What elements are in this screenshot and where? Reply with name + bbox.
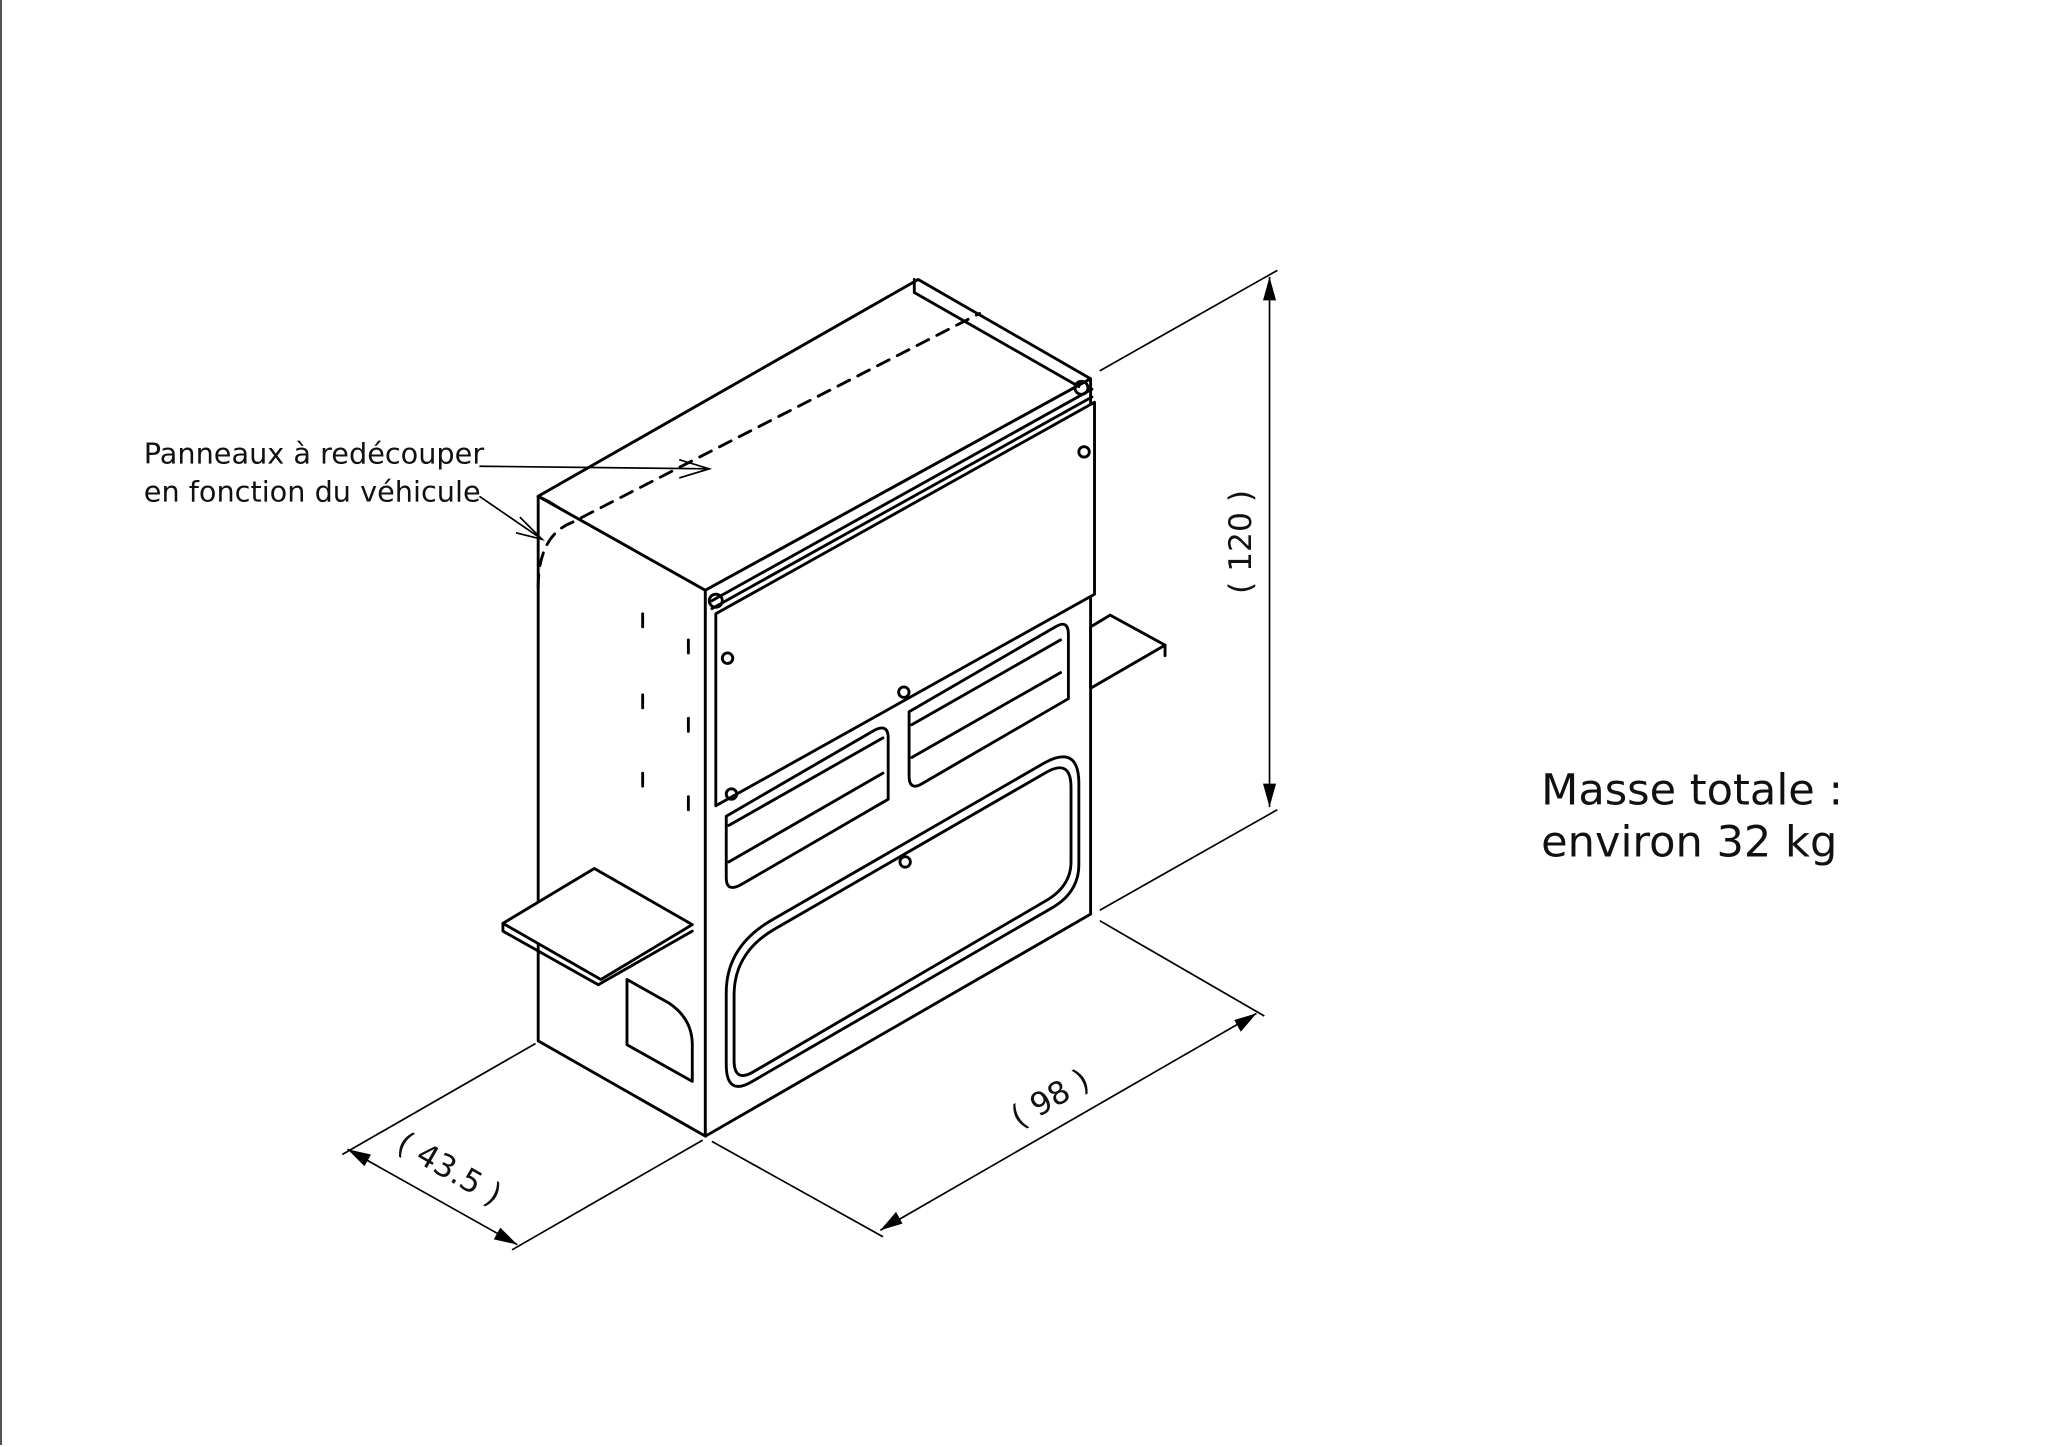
lower-cutout-inner — [732, 766, 1073, 1077]
side-slots — [641, 612, 690, 812]
screw — [724, 787, 739, 801]
screw — [898, 855, 912, 869]
side-panel — [536, 494, 707, 1138]
top-rail — [912, 278, 1081, 388]
leader-line — [479, 465, 710, 470]
shelf-bar — [727, 771, 885, 864]
height-dimension: ( 120 ) — [1099, 269, 1278, 911]
hinge — [1073, 379, 1090, 396]
window-right — [907, 622, 1070, 788]
cabinet-drawing — [501, 278, 1167, 1138]
mass-line-1: Masse totale : — [1541, 765, 1843, 815]
screw — [720, 651, 735, 665]
upper-panel — [714, 400, 1096, 808]
front-lip — [710, 387, 1094, 603]
screw — [897, 685, 911, 699]
mass-line-2: environ 32 kg — [1541, 818, 1837, 868]
hinge — [707, 592, 724, 609]
arrowhead — [880, 1211, 903, 1231]
front-lip-inner — [710, 395, 1094, 611]
screw — [1077, 445, 1091, 459]
top-rail-left — [536, 494, 561, 510]
arrowhead — [1234, 1013, 1257, 1032]
leader-line — [478, 495, 543, 541]
annotation-line-2: en fonction du véhicule — [144, 474, 481, 508]
mass-note: Masse totale : environ 32 kg — [1541, 765, 1843, 867]
shelf-bar — [910, 638, 1063, 727]
shelf-bar — [910, 671, 1063, 759]
window-left — [724, 726, 890, 889]
left-tray-edge — [501, 921, 694, 987]
cut-panel-dashed — [536, 311, 982, 590]
side-cutout — [625, 978, 694, 1083]
left-tray — [501, 867, 694, 981]
arrowhead — [493, 1227, 518, 1245]
right-tray — [1089, 613, 1167, 690]
leader-arrow — [515, 516, 545, 541]
width-label: ( 98 ) — [1005, 1062, 1096, 1135]
annotation: Panneaux à redécouper en fonction du véh… — [144, 437, 713, 541]
lower-cutout — [724, 755, 1081, 1088]
shelf-bar — [727, 736, 885, 827]
height-label: ( 120 ) — [1223, 490, 1259, 594]
arrowhead — [1262, 783, 1277, 808]
arrowhead — [1262, 276, 1277, 301]
depth-label: ( 43.5 ) — [391, 1125, 508, 1213]
annotation-line-1: Panneaux à redécouper — [144, 437, 485, 471]
leader-arrow — [678, 458, 713, 479]
arrowhead — [347, 1149, 372, 1167]
